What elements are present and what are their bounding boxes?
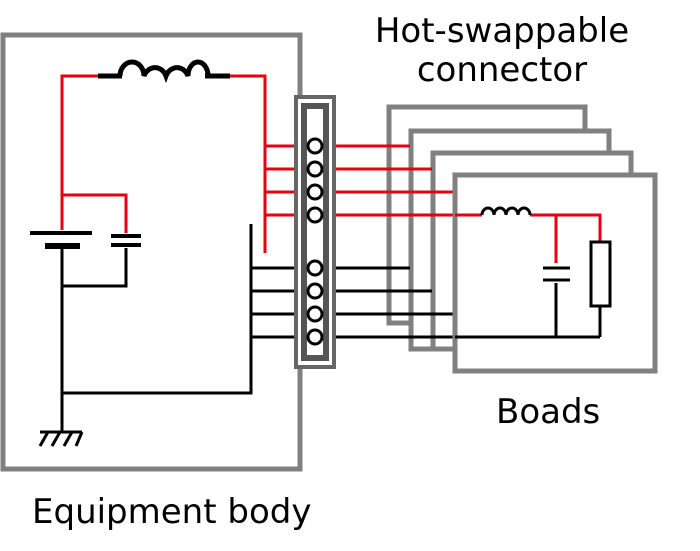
connector-label: Hot-swappable connector bbox=[352, 11, 652, 91]
front-board-circuit bbox=[455, 213, 602, 339]
connector-label-line1: Hot-swappable bbox=[374, 11, 630, 51]
connector-pin-icon bbox=[306, 137, 324, 346]
inductor-icon bbox=[98, 59, 230, 84]
board-power-wires bbox=[325, 144, 482, 217]
front-board-frame bbox=[452, 172, 658, 374]
ground-icon bbox=[38, 430, 84, 447]
battery-icon bbox=[30, 231, 92, 249]
connector-block bbox=[294, 95, 336, 369]
equipment-body-label: Equipment body bbox=[32, 492, 312, 532]
resistor-icon bbox=[589, 240, 612, 308]
power-bus bbox=[60, 74, 305, 253]
ground-bus bbox=[60, 224, 305, 432]
inductor-icon bbox=[480, 206, 532, 216]
capacitor-icon bbox=[543, 266, 570, 282]
equipment-body-frame bbox=[0, 32, 303, 472]
capacitor-icon bbox=[111, 234, 141, 247]
boards-label: Boads bbox=[496, 392, 601, 432]
connector-label-line2: connector bbox=[416, 50, 588, 91]
